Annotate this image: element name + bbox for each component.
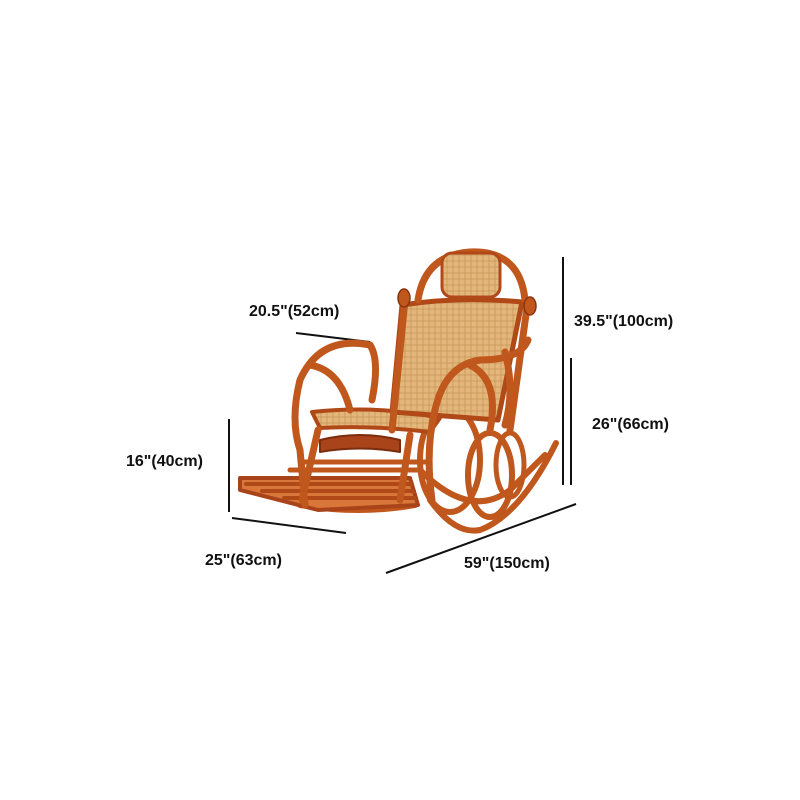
width-label: 20.5"(52cm) (249, 303, 340, 320)
back-finials (397, 288, 537, 316)
left-armrest (291, 339, 379, 509)
seat-height-label: 16"(40cm) (126, 453, 203, 470)
footrest-depth-label: 25"(63cm) (205, 552, 282, 569)
length-label: 59"(150cm) (464, 555, 550, 572)
carved-apron (319, 434, 401, 453)
footrest-dimension-line (231, 517, 347, 534)
height-label: 39.5"(100cm) (574, 313, 674, 330)
legs (298, 426, 414, 504)
arm-height-label: 26"(66cm) (592, 416, 669, 433)
right-armrest (425, 336, 532, 504)
dimension-lines (228, 257, 577, 574)
rocking-chair (238, 248, 559, 534)
length-dimension-line (385, 503, 577, 574)
headrest-cushion (440, 251, 502, 299)
